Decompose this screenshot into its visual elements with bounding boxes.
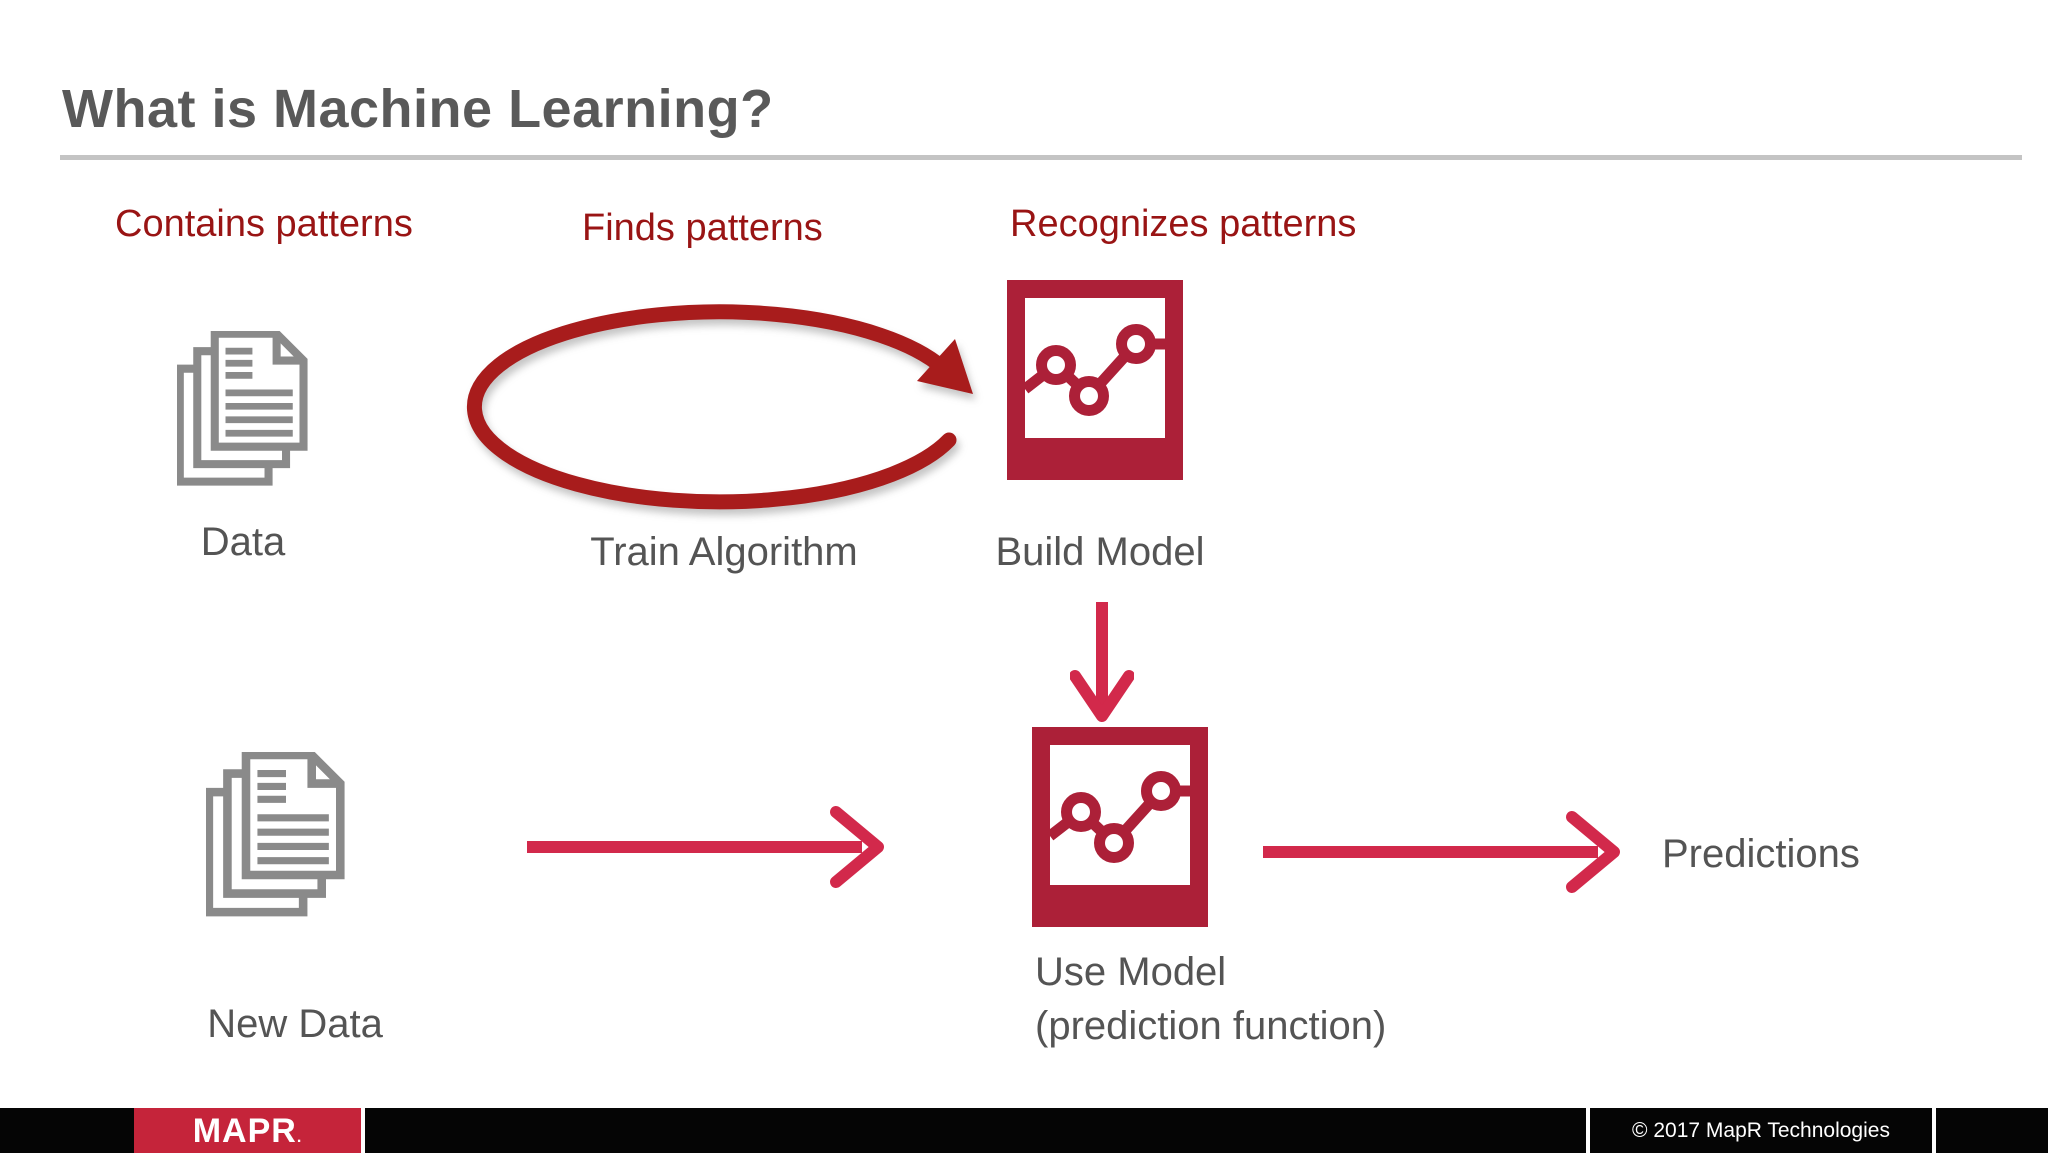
arrow-down-icon <box>1070 602 1134 722</box>
build-model-label: Build Model <box>995 530 1205 574</box>
footer-divider <box>1586 1108 1590 1153</box>
model-chart-icon-use <box>1032 727 1208 927</box>
column-header-finds-patterns: Finds patterns <box>582 207 823 249</box>
predictions-label: Predictions <box>1662 832 1860 876</box>
footer-bar: MAPR. © 2017 MapR Technologies <box>0 1108 2048 1153</box>
arrow-right-icon <box>527 806 884 888</box>
document-stack-icon <box>206 752 345 917</box>
cycle-arrow-icon <box>466 304 973 510</box>
data-label: Data <box>200 520 286 564</box>
column-header-recognizes-patterns: Recognizes patterns <box>1010 203 1357 245</box>
title-divider <box>60 155 2022 160</box>
model-chart-icon-build <box>1007 280 1183 480</box>
footer-divider <box>361 1108 365 1153</box>
document-stack-icon <box>177 331 308 486</box>
train-algorithm-label: Train Algorithm <box>590 530 858 574</box>
arrow-right-icon <box>1263 811 1620 893</box>
footer-divider <box>1932 1108 1936 1153</box>
use-model-label: Use Model <box>1035 950 1227 994</box>
mapr-logo-text: MAPR. <box>192 1111 303 1150</box>
prediction-function-label: (prediction function) <box>1035 1004 1387 1048</box>
copyright-text: © 2017 MapR Technologies <box>1632 1119 1890 1142</box>
mapr-logo: MAPR. <box>134 1108 361 1153</box>
mapr-logo-dot: . <box>296 1128 303 1146</box>
new-data-label: New Data <box>207 1002 383 1046</box>
column-header-contains-patterns: Contains patterns <box>115 203 413 245</box>
page-title: What is Machine Learning? <box>62 79 774 139</box>
